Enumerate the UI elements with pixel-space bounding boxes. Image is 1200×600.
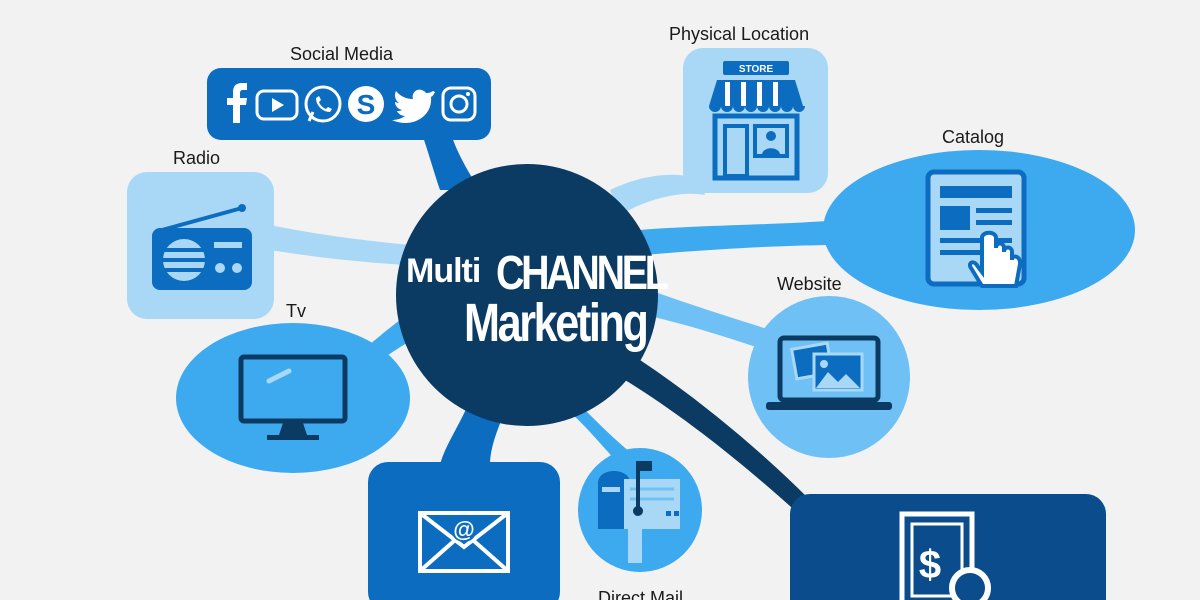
branch-store [610, 174, 705, 215]
tv-ellipse [176, 323, 410, 473]
radio-box [127, 172, 274, 319]
branch-pricing [625, 360, 810, 515]
branch-catalog [640, 220, 840, 255]
website-circle [748, 296, 910, 458]
branch-social [420, 130, 480, 190]
hub-title-multi: Multi [406, 252, 481, 290]
store-sign: STORE [738, 64, 773, 75]
price-search-icon: $ [899, 511, 991, 600]
social-icons: S [227, 83, 477, 124]
catalog-ellipse [823, 150, 1135, 310]
center-hub: Multi CHANNEL Marketing [396, 164, 669, 426]
branch-website [645, 290, 770, 350]
physical-location-label: Physical Location [669, 24, 810, 44]
social-media-label: Social Media [290, 44, 394, 64]
direct-mail-circle [578, 448, 702, 572]
skype-icon: S [348, 86, 384, 122]
pricing-box: $ [790, 494, 1106, 600]
physical-location-box: STORE [683, 48, 828, 193]
svg-text:S: S [357, 89, 376, 120]
email-box: @ [368, 462, 560, 600]
radio-label: Radio [173, 148, 221, 168]
tv-label: Tv [286, 301, 306, 321]
hub-title-channel: CHANNEL [496, 247, 669, 300]
svg-text:@: @ [453, 517, 474, 542]
email-icon: @ [418, 511, 510, 573]
social-media-box: S [207, 68, 491, 140]
radio-icon [151, 203, 252, 290]
hub-title-marketing: Marketing [464, 293, 649, 353]
svg-text:$: $ [919, 543, 941, 587]
facebook-icon [227, 83, 247, 123]
mailbox-icon [598, 461, 680, 563]
whatsapp-icon [304, 85, 342, 123]
twitter-icon [392, 89, 435, 124]
instagram-icon [441, 86, 477, 122]
monitor-icon [238, 354, 348, 440]
store-icon: STORE [708, 61, 805, 181]
branch-radio [270, 225, 410, 265]
catalog-tablet-icon [925, 169, 1027, 288]
website-label: Website [777, 274, 842, 294]
laptop-icon [766, 335, 892, 410]
direct-mail-label: Direct Mail [598, 588, 684, 600]
youtube-icon [255, 89, 299, 121]
catalog-label: Catalog [942, 127, 1005, 147]
